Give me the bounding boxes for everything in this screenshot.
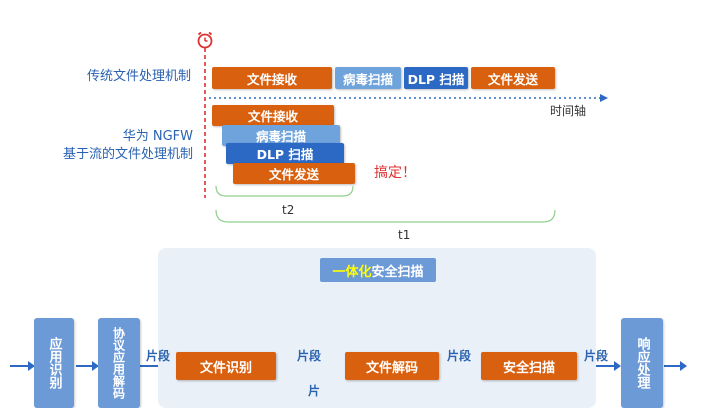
ngfw-step-file-receive: 文件接收 [212, 105, 334, 126]
traditional-step-dlp-scan: DLP 扫描 [404, 67, 468, 89]
file-identify-box: 文件识别 [176, 352, 276, 380]
security-scan-box: 安全扫描 [481, 352, 577, 380]
traditional-step-virus-scan: 病毒扫描 [335, 67, 401, 89]
file-decode-box: 文件解码 [345, 352, 439, 380]
t2-label: t2 [282, 203, 295, 217]
traditional-step-file-send: 文件发送 [471, 67, 555, 89]
protocol-decode-box: 协议应用解码 [98, 318, 140, 408]
timeline-label: 时间轴 [550, 104, 587, 118]
traditional-step-file-receive: 文件接收 [212, 67, 332, 89]
fragment-label-3: 片段 [447, 349, 472, 363]
fragment-label-2: 片段 [297, 349, 322, 363]
fragment-label-partial: 片 [308, 384, 321, 398]
alarm-clock-icon [197, 31, 213, 49]
done-label: 搞定！ [374, 165, 416, 181]
ngfw-label-line1: 华为 NGFW [122, 129, 193, 144]
t1-label: t1 [398, 228, 411, 242]
fragment-label-4: 片段 [584, 349, 609, 363]
traditional-mechanism-label: 传统文件处理机制 [86, 69, 191, 84]
panel-title-rest: 安全扫描 [371, 264, 424, 280]
panel-title-highlight: 一体化 [332, 264, 372, 280]
response-box: 响应处理 [621, 318, 663, 408]
ngfw-step-file-send: 文件发送 [233, 163, 355, 184]
ngfw-step-virus-scan: 病毒扫描 [222, 125, 340, 146]
app-identify-box: 应用识别 [34, 318, 74, 408]
fragment-label-1: 片段 [146, 349, 171, 363]
panel-title-box: 一体化安全扫描 [320, 258, 436, 282]
ngfw-label-line2: 基于流的文件处理机制 [62, 147, 193, 162]
ngfw-step-dlp-scan: DLP 扫描 [226, 143, 344, 164]
